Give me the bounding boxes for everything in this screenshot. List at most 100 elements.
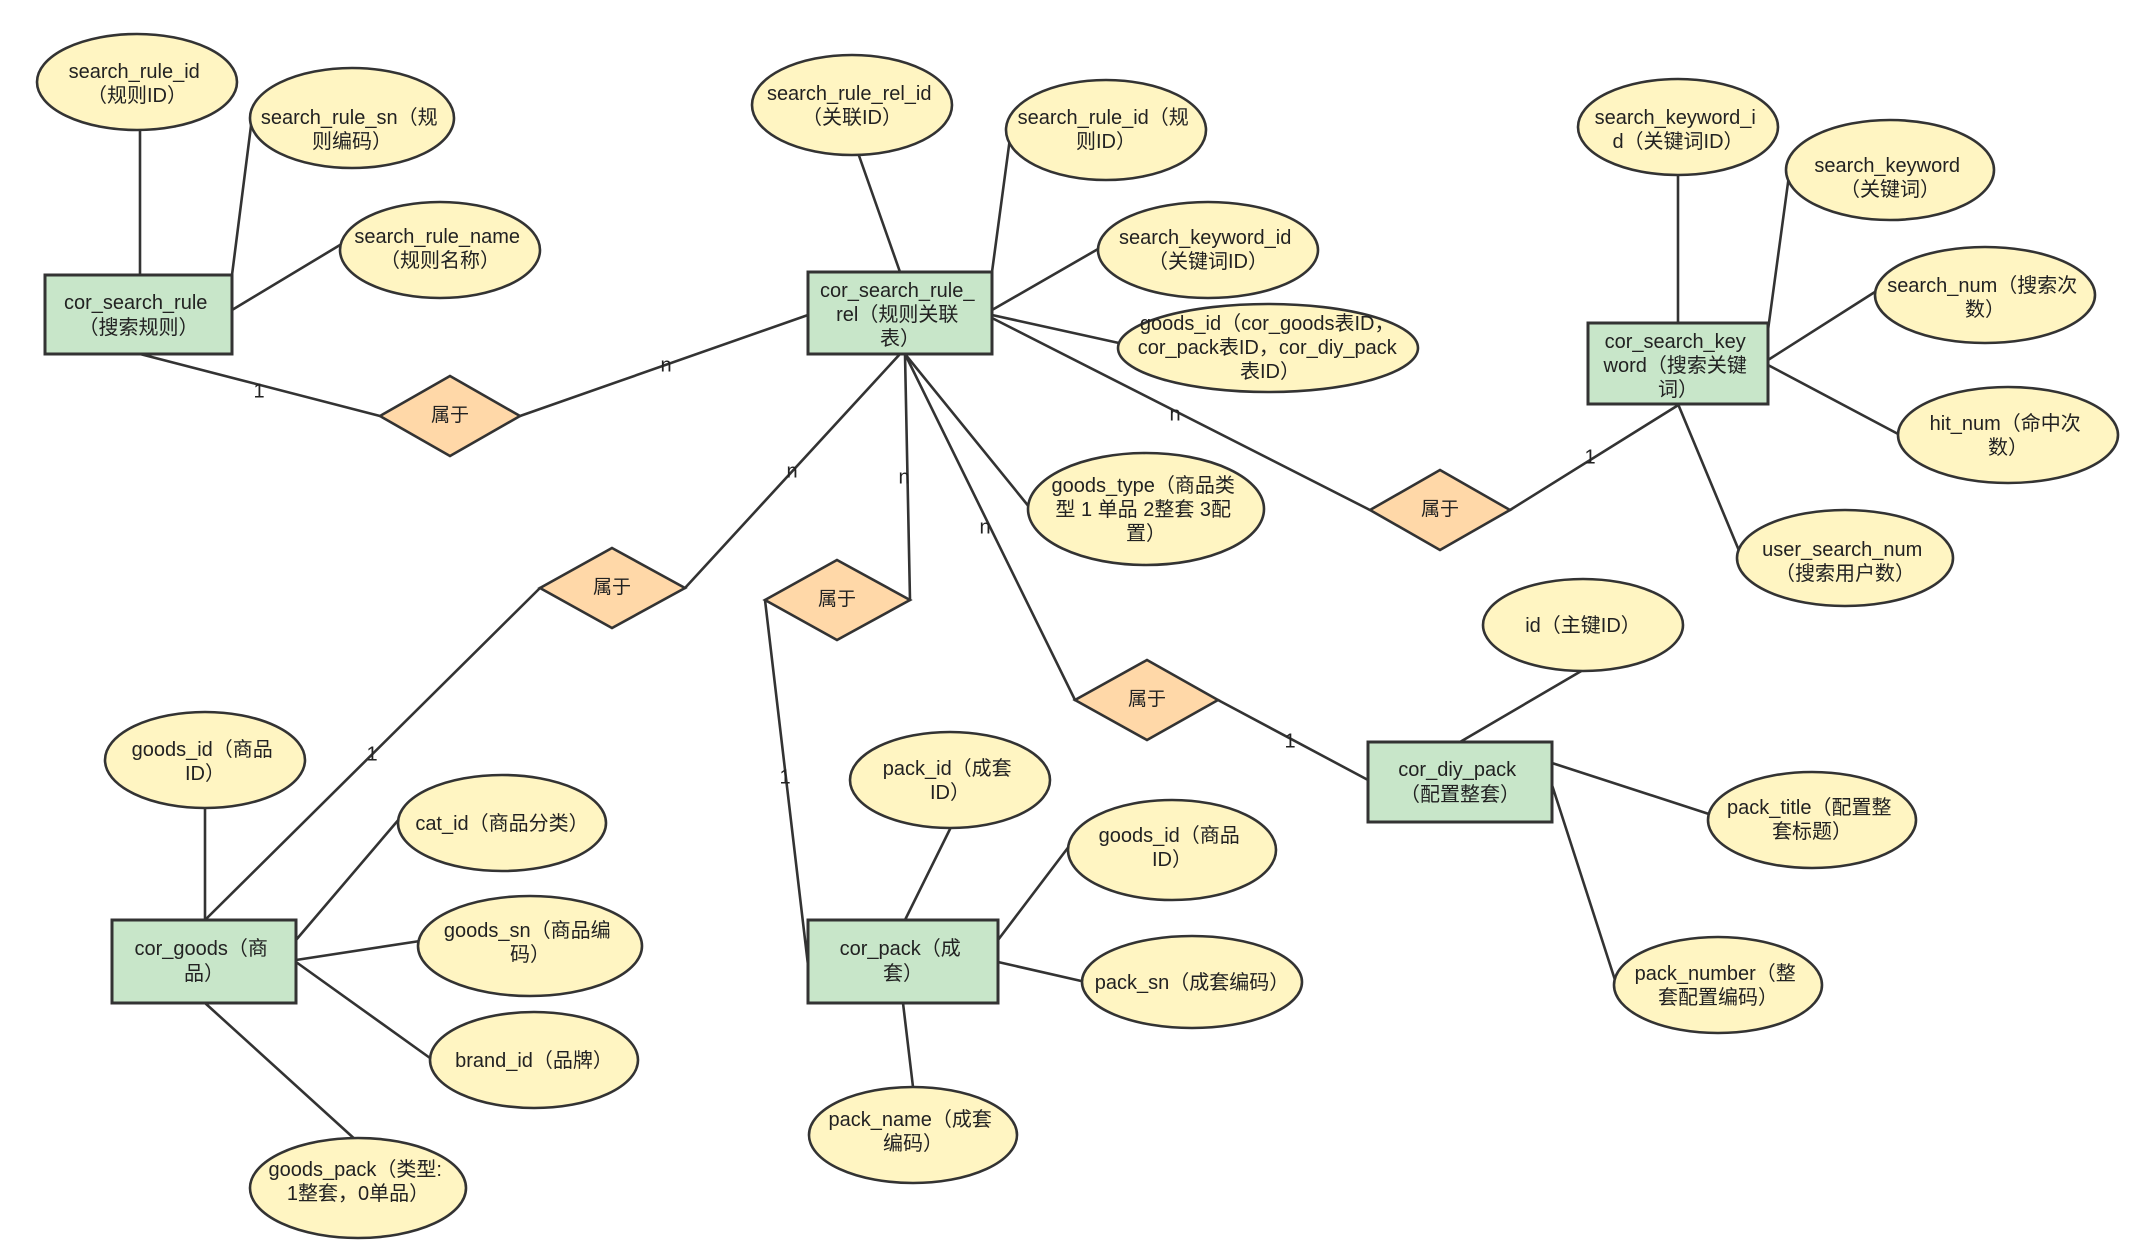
edge-pack-a24 — [996, 960, 1092, 985]
attribute-label-line: search_rule_rel_id — [767, 83, 932, 105]
attribute-label-line: search_keyword_id — [1119, 227, 1291, 249]
attribute-kw-hit-num[interactable]: hit_num（命中次 数） — [1896, 385, 2120, 485]
attribute-label-line: （关键词ID） — [1148, 250, 1268, 273]
edge-goods-a19 — [294, 939, 422, 962]
attribute-pack-pack-id[interactable]: pack_id（成套 ID） — [848, 730, 1052, 830]
svg-text:cor_pack（成 套）: cor_pack（成 套） — [840, 937, 967, 985]
attribute-search-rule-rel-id[interactable]: search_rule_rel_id （关联ID） — [750, 53, 954, 157]
attribute-label-line: （关键词） — [1840, 178, 1940, 201]
entity-label-line: cor_search_rule_ — [820, 280, 975, 302]
edge-rel-a7 — [990, 313, 1130, 347]
attribute-kw-search-keyword[interactable]: search_keyword （关键词） — [1784, 118, 1996, 222]
svg-text:pack_sn（成套编码）: pack_sn（成套编码） — [1095, 971, 1290, 994]
svg-text:goods_id（商品 ID）: goods_id（商品 ID） — [132, 738, 279, 785]
attribute-label-line: pack_id（成套 — [883, 757, 1012, 780]
attribute-diy-pack-number[interactable]: pack_number（整 套配置编码） — [1612, 935, 1824, 1035]
entity-cor-search-rule-rel[interactable]: cor_search_rule_ rel（规则关联 表） — [806, 270, 994, 356]
edge-diy-a16 — [1550, 783, 1617, 982]
attribute-label-line: d（关键词ID） — [1612, 130, 1743, 153]
edge-kw-a12 — [1766, 363, 1902, 437]
attribute-goods-goods-pack[interactable]: goods_pack（类型: 1整套，0单品） — [248, 1136, 468, 1240]
svg-text:pack_name（成套 编码）: pack_name（成套 编码） — [829, 1108, 998, 1155]
cardinality-label: n — [979, 516, 990, 538]
attribute-kw-search-keyword-id[interactable]: search_keyword_i d（关键词ID） — [1576, 77, 1780, 177]
entity-cor-pack[interactable]: cor_pack（成 套） — [806, 918, 1000, 1005]
entity-label-line: 品） — [184, 962, 224, 985]
attribute-label-line: （规则ID） — [87, 84, 187, 107]
attribute-label-line: pack_title（配置整 — [1727, 796, 1892, 819]
attribute-rel-goods-type[interactable]: goods_type（商品类 型 1 单品 2整套 3配 置） — [1026, 451, 1266, 567]
attribute-label-line: goods_sn（商品编 — [444, 919, 611, 942]
edge-r2-kw — [1508, 402, 1682, 512]
svg-text:pack_number（整 套配置编码）: pack_number（整 套配置编码） — [1635, 962, 1802, 1009]
attribute-goods-brand-id[interactable]: brand_id（品牌） — [428, 1010, 640, 1110]
entity-label-line: 词） — [1658, 378, 1698, 401]
attribute-diy-pack-title[interactable]: pack_title（配置整 套标题） — [1706, 770, 1918, 870]
edge-rel-a6 — [990, 243, 1107, 312]
edge-goods-a18 — [294, 816, 402, 942]
svg-text:search_rule_rel_id （关联: search_rule_rel_id （关联ID） — [767, 83, 937, 129]
attribute-search-rule-sn[interactable]: search_rule_sn（规 则编码） — [248, 66, 456, 170]
relationship-label: 属于 — [593, 577, 631, 598]
entity-label-line: cor_search_key — [1605, 331, 1746, 353]
attribute-label-line: brand_id（品牌） — [455, 1049, 613, 1072]
attribute-rel-search-rule-id[interactable]: search_rule_id（规 则ID） — [1004, 78, 1208, 182]
attribute-label-line: search_rule_name — [354, 226, 520, 248]
attribute-label-line: 型 1 单品 2整套 3配 — [1055, 498, 1231, 521]
attribute-label-line: 数） — [1965, 298, 2005, 321]
edge-rel-a8 — [903, 352, 1032, 510]
edge-kw-a10 — [1766, 166, 1792, 332]
edge-diy-a15 — [1550, 761, 1714, 817]
attribute-label-line: id（主键ID） — [1525, 614, 1641, 637]
attribute-goods-goods-sn[interactable]: goods_sn（商品编 码） — [416, 894, 644, 998]
relationship-rel-keyword[interactable]: 属于 — [1367, 468, 1513, 552]
attribute-label-line: ID） — [185, 762, 225, 785]
relationship-rule-rel[interactable]: 属于 — [377, 374, 523, 458]
attribute-kw-search-num[interactable]: search_num（搜索次 数） — [1873, 245, 2097, 345]
svg-text:search_rule_id （规则ID）: search_rule_id （规则ID） — [69, 61, 206, 107]
entity-cor-search-rule[interactable]: cor_search_rule （搜索规则） — [43, 273, 234, 356]
svg-text:goods_type（商品类 型 1 单品: goods_type（商品类 型 1 单品 2整套 3配 置） — [1052, 474, 1241, 545]
svg-text:search_keyword_i d（关键词: search_keyword_i d（关键词ID） — [1595, 107, 1762, 153]
svg-text:cor_goods（商 品）: cor_goods（商 品） — [135, 937, 274, 985]
attribute-label-line: 数） — [1988, 436, 2028, 459]
attribute-goods-goods-id[interactable]: goods_id（商品 ID） — [103, 710, 307, 810]
relationship-rel-goods[interactable]: 属于 — [537, 546, 688, 630]
attribute-label-line: goods_id（商品 — [132, 738, 273, 761]
attribute-label-line: （搜索用户数） — [1775, 562, 1915, 585]
entity-label-line: cor_search_rule — [64, 292, 207, 314]
attribute-kw-user-search-num[interactable]: user_search_num （搜索用户数） — [1735, 508, 1955, 608]
relationship-rel-pack[interactable]: 属于 — [762, 558, 913, 642]
attribute-label-line: 套标题） — [1772, 820, 1852, 843]
edge-pack-a25 — [901, 1001, 915, 1089]
entity-cor-diy-pack[interactable]: cor_diy_pack （配置整套） — [1366, 740, 1554, 824]
attribute-pack-pack-name[interactable]: pack_name（成套 编码） — [807, 1085, 1019, 1185]
relationship-label: 属于 — [818, 589, 856, 610]
entity-label-line: 套） — [883, 962, 923, 985]
attribute-rel-search-keyword-id[interactable]: search_keyword_id （关键词ID） — [1096, 200, 1320, 300]
attribute-label-line: cor_pack表ID，cor_diy_pack — [1138, 336, 1398, 359]
attribute-label-line: search_num（搜索次 — [1887, 274, 2077, 297]
entity-cor-goods[interactable]: cor_goods（商 品） — [110, 918, 298, 1005]
relationship-label: 属于 — [1421, 499, 1459, 520]
edge-pack-a23 — [996, 843, 1072, 942]
attribute-label-line: （关联ID） — [802, 106, 902, 129]
edge-rel-a5 — [990, 136, 1012, 274]
attribute-diy-id[interactable]: id（主键ID） — [1481, 577, 1685, 673]
relationship-rel-diy[interactable]: 属于 — [1072, 658, 1221, 742]
svg-text:cor_search_rule （搜索规则）: cor_search_rule （搜索规则） — [64, 292, 213, 339]
attribute-goods-cat-id[interactable]: cat_id（商品分类） — [396, 773, 608, 873]
attribute-search-rule-id[interactable]: search_rule_id （规则ID） — [35, 32, 239, 132]
attribute-label-line: （规则名称） — [380, 249, 500, 272]
attribute-search-rule-name[interactable]: search_rule_name （规则名称） — [338, 200, 542, 300]
edge-kw-a11 — [1766, 288, 1880, 362]
attribute-label-line: hit_num（命中次 — [1930, 412, 2081, 435]
edge-goods-a20 — [294, 960, 432, 1060]
attribute-pack-pack-sn[interactable]: pack_sn（成套编码） — [1080, 934, 1304, 1030]
svg-text:search_rule_id（规 则ID）: search_rule_id（规 则ID） — [1018, 106, 1195, 153]
svg-text:cor_search_key word（搜索: cor_search_key word（搜索关键 词） — [1603, 331, 1753, 401]
entity-cor-search-keyword[interactable]: cor_search_key word（搜索关键 词） — [1586, 321, 1770, 406]
attribute-pack-goods-id[interactable]: goods_id（商品 ID） — [1066, 798, 1278, 902]
attribute-rel-goods-id[interactable]: goods_id（cor_goods表ID， cor_pack表ID，cor_d… — [1116, 302, 1420, 394]
edge-goods-a21 — [203, 1001, 360, 1144]
